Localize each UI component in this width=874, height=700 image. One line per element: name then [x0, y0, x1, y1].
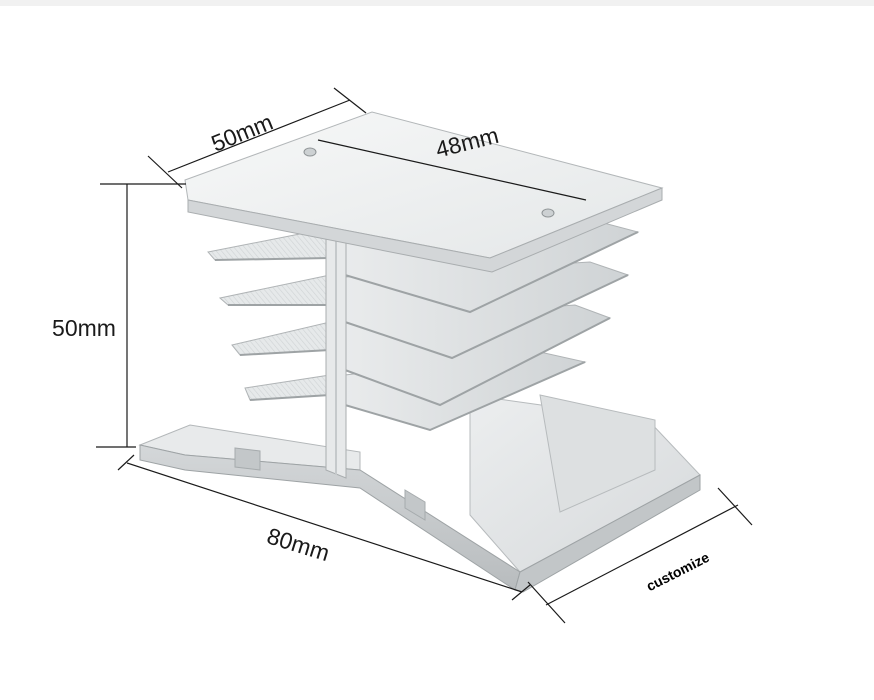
mounting-hole — [541, 208, 555, 218]
dim-line-width — [545, 504, 739, 606]
mounting-hole — [303, 147, 317, 157]
dim-label-length: 80mm — [264, 523, 333, 567]
dim-line-hole-spacing — [317, 139, 587, 201]
heatsink-top-plate — [184, 111, 664, 273]
heatsink-base — [138, 394, 701, 593]
top-border — [0, 0, 874, 6]
dim-label-top-depth: 50mm — [208, 109, 277, 157]
heatsink-fins — [207, 221, 640, 432]
dim-label-height: 50mm — [52, 315, 116, 341]
dim-line-top-depth — [167, 99, 351, 173]
dim-label-width: customize — [644, 549, 712, 594]
dimension-lines — [96, 87, 753, 624]
heatsink-spine — [325, 221, 347, 479]
dim-line-length — [126, 462, 523, 593]
